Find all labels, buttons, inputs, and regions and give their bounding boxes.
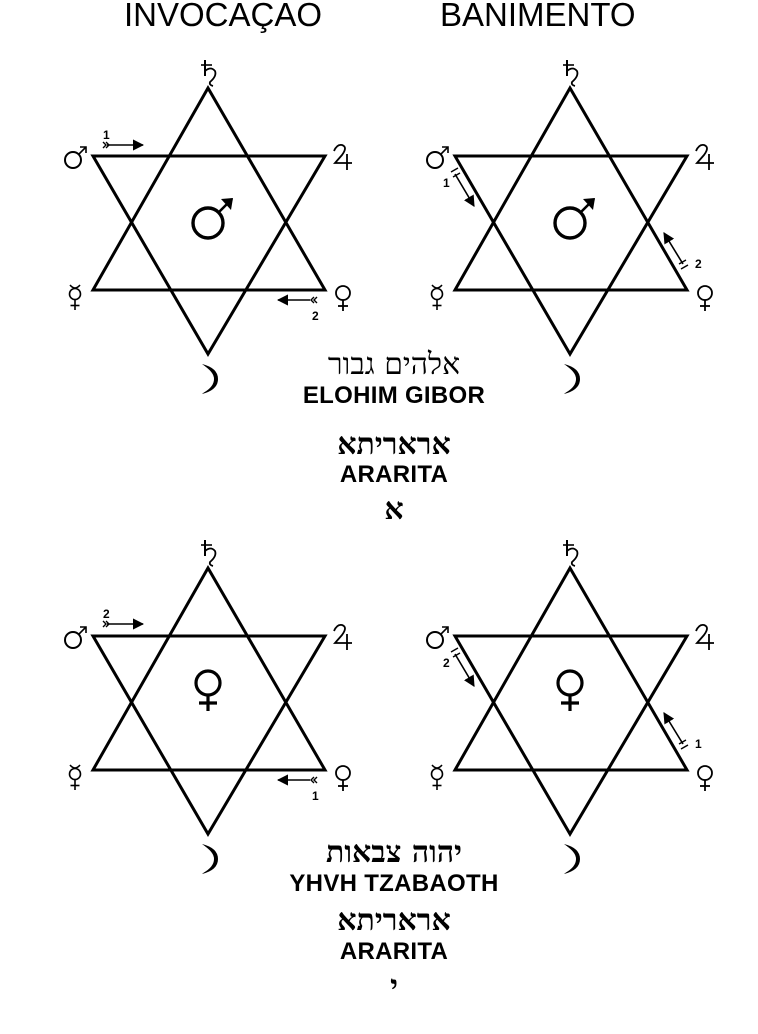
mars-ararita-latin: ARARITA [339,461,449,488]
mars-divine-name-hebrew: אלהים גבור [327,347,461,382]
mars-letter-hebrew: א [384,492,404,527]
stroke-order-label: 2 [695,257,702,271]
stroke-order-label: 1 [312,789,319,803]
venus-divine-name-hebrew: יהוה צבאות [326,835,462,870]
stroke-order-label: 1 [443,176,450,190]
mars-center-icon [553,196,597,240]
stroke-order-label: 2 [312,309,319,323]
banishing-heading: BANIMENTO [440,0,636,33]
stroke-order-label: 2 [443,656,450,670]
venus-center-icon [556,669,584,713]
venus-ararita-hebrew: אראריתא [337,903,451,938]
mars-ararita-hebrew: אראריתא [337,427,451,462]
venus-letter-hebrew: י [390,969,398,1004]
stroke-order-label: 2 [103,607,110,621]
hexagram-mars-invocation: 1 2 [65,60,352,394]
hexagram-mars-banishing: 1 2 [427,60,714,394]
venus-ararita-latin: ARARITA [339,938,449,965]
hexagram-venus-banishing: 2 1 [427,540,714,874]
mars-center-icon [191,196,235,240]
hexagram-venus-invocation: 2 1 [65,540,352,874]
stroke-order-label: 1 [103,128,110,142]
mars-divine-name-latin: ELOHIM GIBOR [302,382,486,409]
venus-divine-name-latin: YHVH TZABAOTH [289,870,499,897]
invocation-heading: INVOCAÇAO [124,0,323,33]
venus-center-icon [194,669,222,713]
stroke-order-label: 1 [695,737,702,751]
